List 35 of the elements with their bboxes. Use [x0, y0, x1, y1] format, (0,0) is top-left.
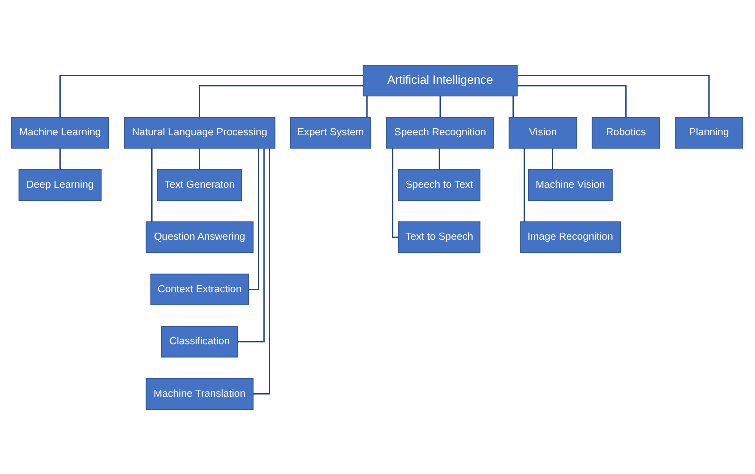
node-box: Robotics [592, 116, 660, 148]
connector [248, 148, 260, 290]
connector [366, 96, 368, 117]
node-box: Machine Learning [12, 116, 110, 148]
node-box: Context Extraction [150, 273, 250, 306]
connector [518, 74, 710, 117]
connector [199, 84, 364, 118]
connector [199, 148, 200, 170]
connector [151, 148, 153, 222]
node-box: Machine Translation [146, 378, 254, 410]
connector [552, 148, 554, 170]
connector [440, 96, 442, 117]
node-box: Planning [675, 116, 744, 148]
node-box: Machine Vision [528, 168, 613, 201]
node-box: Image Recognition [520, 221, 622, 253]
connector [524, 148, 526, 222]
connector [254, 148, 270, 394]
connector [392, 148, 399, 238]
connector [238, 148, 265, 342]
node-box: Speech to Text [398, 168, 481, 201]
connector [438, 148, 440, 170]
connector [60, 74, 364, 117]
node-box: Question Answering [146, 221, 254, 253]
connector [60, 148, 61, 170]
connector [512, 96, 514, 117]
node-box: Text Generaton [157, 168, 242, 201]
node-box: Expert System [290, 116, 372, 148]
node-box: Deep Learning [18, 168, 102, 201]
node-box: Classification [161, 326, 238, 358]
node-box: Natural Language Processing [124, 116, 276, 148]
node-box: Artificial Intelligence [362, 64, 518, 96]
node-box: Text to Speech [398, 221, 481, 253]
node-box: Speech Recognition [386, 116, 494, 148]
connector [518, 84, 627, 118]
node-box: Vision [508, 116, 578, 148]
